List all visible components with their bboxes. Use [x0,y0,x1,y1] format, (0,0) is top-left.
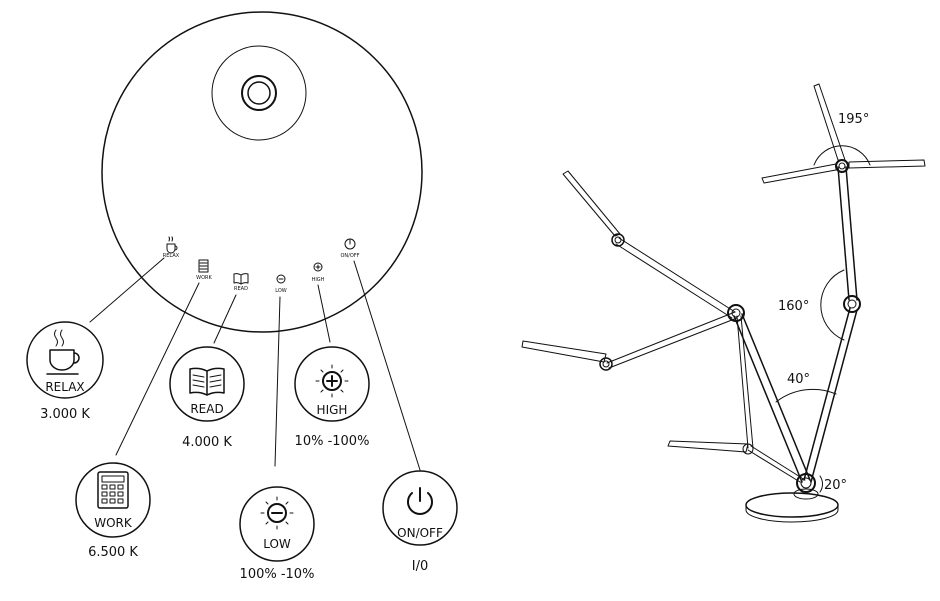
callout-relax: RELAX 3.000 K [26,321,104,422]
lamp-head-variants [761,83,926,184]
panel-high-button[interactable]: HIGH [312,262,325,283]
panel-low-label: LOW [275,288,287,294]
open-book-icon [189,367,225,396]
callout-read-value: 4.000 K [182,435,232,450]
callout-low-label: LOW [263,537,291,551]
callout-read: READ 4.000 K [169,346,245,450]
panel-read-button[interactable]: READ [233,273,249,292]
brightness-down-icon [260,496,294,530]
pose-mid [521,311,738,371]
leader-lines [89,257,421,471]
callout-onoff-label: ON/OFF [397,526,443,540]
callout-onoff-value: I/0 [412,559,429,574]
angle-base-label: 20° [824,478,847,493]
angle-head-label: 195° [838,112,869,127]
brightness-up-icon [315,364,349,398]
lamp-base [745,488,839,523]
calculator-icon [97,471,129,509]
callout-relax-label: RELAX [45,380,84,394]
center-dial [211,45,307,141]
control-panel: RELAX WORK READ LOW [26,11,458,582]
angle-arcs [775,145,871,493]
coffee-cup-icon [46,329,80,375]
callout-high-value: 10% -100% [295,434,370,449]
angle-lower-label: 40° [787,372,810,387]
lamp-base-outline [101,11,423,333]
pose-low [667,315,806,483]
upper-arm [835,159,861,313]
callout-relax-value: 3.000 K [40,407,90,422]
open-book-icon [233,273,249,285]
panel-relax-label: RELAX [163,253,180,259]
calculator-icon [198,259,209,273]
callout-low-value: 100% -10% [240,567,315,582]
panel-onoff-label: ON/OFF [340,253,359,259]
callout-read-label: READ [190,402,223,416]
lamp-articulation-diagram: 195° 160° 40° 20° [521,83,926,523]
panel-relax-button[interactable]: RELAX [163,236,180,259]
callout-high: HIGH 10% -100% [294,346,370,449]
callout-low: LOW 100% -10% [239,486,315,582]
callout-work-value: 6.500 K [88,545,138,560]
coffee-cup-icon [166,236,178,254]
brightness-up-icon [313,262,323,272]
panel-read-label: READ [234,286,248,292]
callout-onoff: ON/OFF I/0 [382,470,458,574]
lower-arm [727,304,858,493]
callout-work: WORK 6.500 K [75,462,151,560]
pose-raised [562,170,736,319]
power-icon [407,487,433,515]
panel-low-button[interactable]: LOW [275,274,287,294]
panel-high-label: HIGH [312,277,325,283]
panel-onoff-button[interactable]: ON/OFF [340,238,360,259]
brightness-down-icon [276,274,286,284]
power-icon [344,238,356,250]
panel-work-label: WORK [196,275,212,281]
callout-high-label: HIGH [317,403,348,417]
angle-upper-label: 160° [778,299,809,314]
panel-work-button[interactable]: WORK [196,259,213,281]
callout-work-label: WORK [94,516,133,530]
